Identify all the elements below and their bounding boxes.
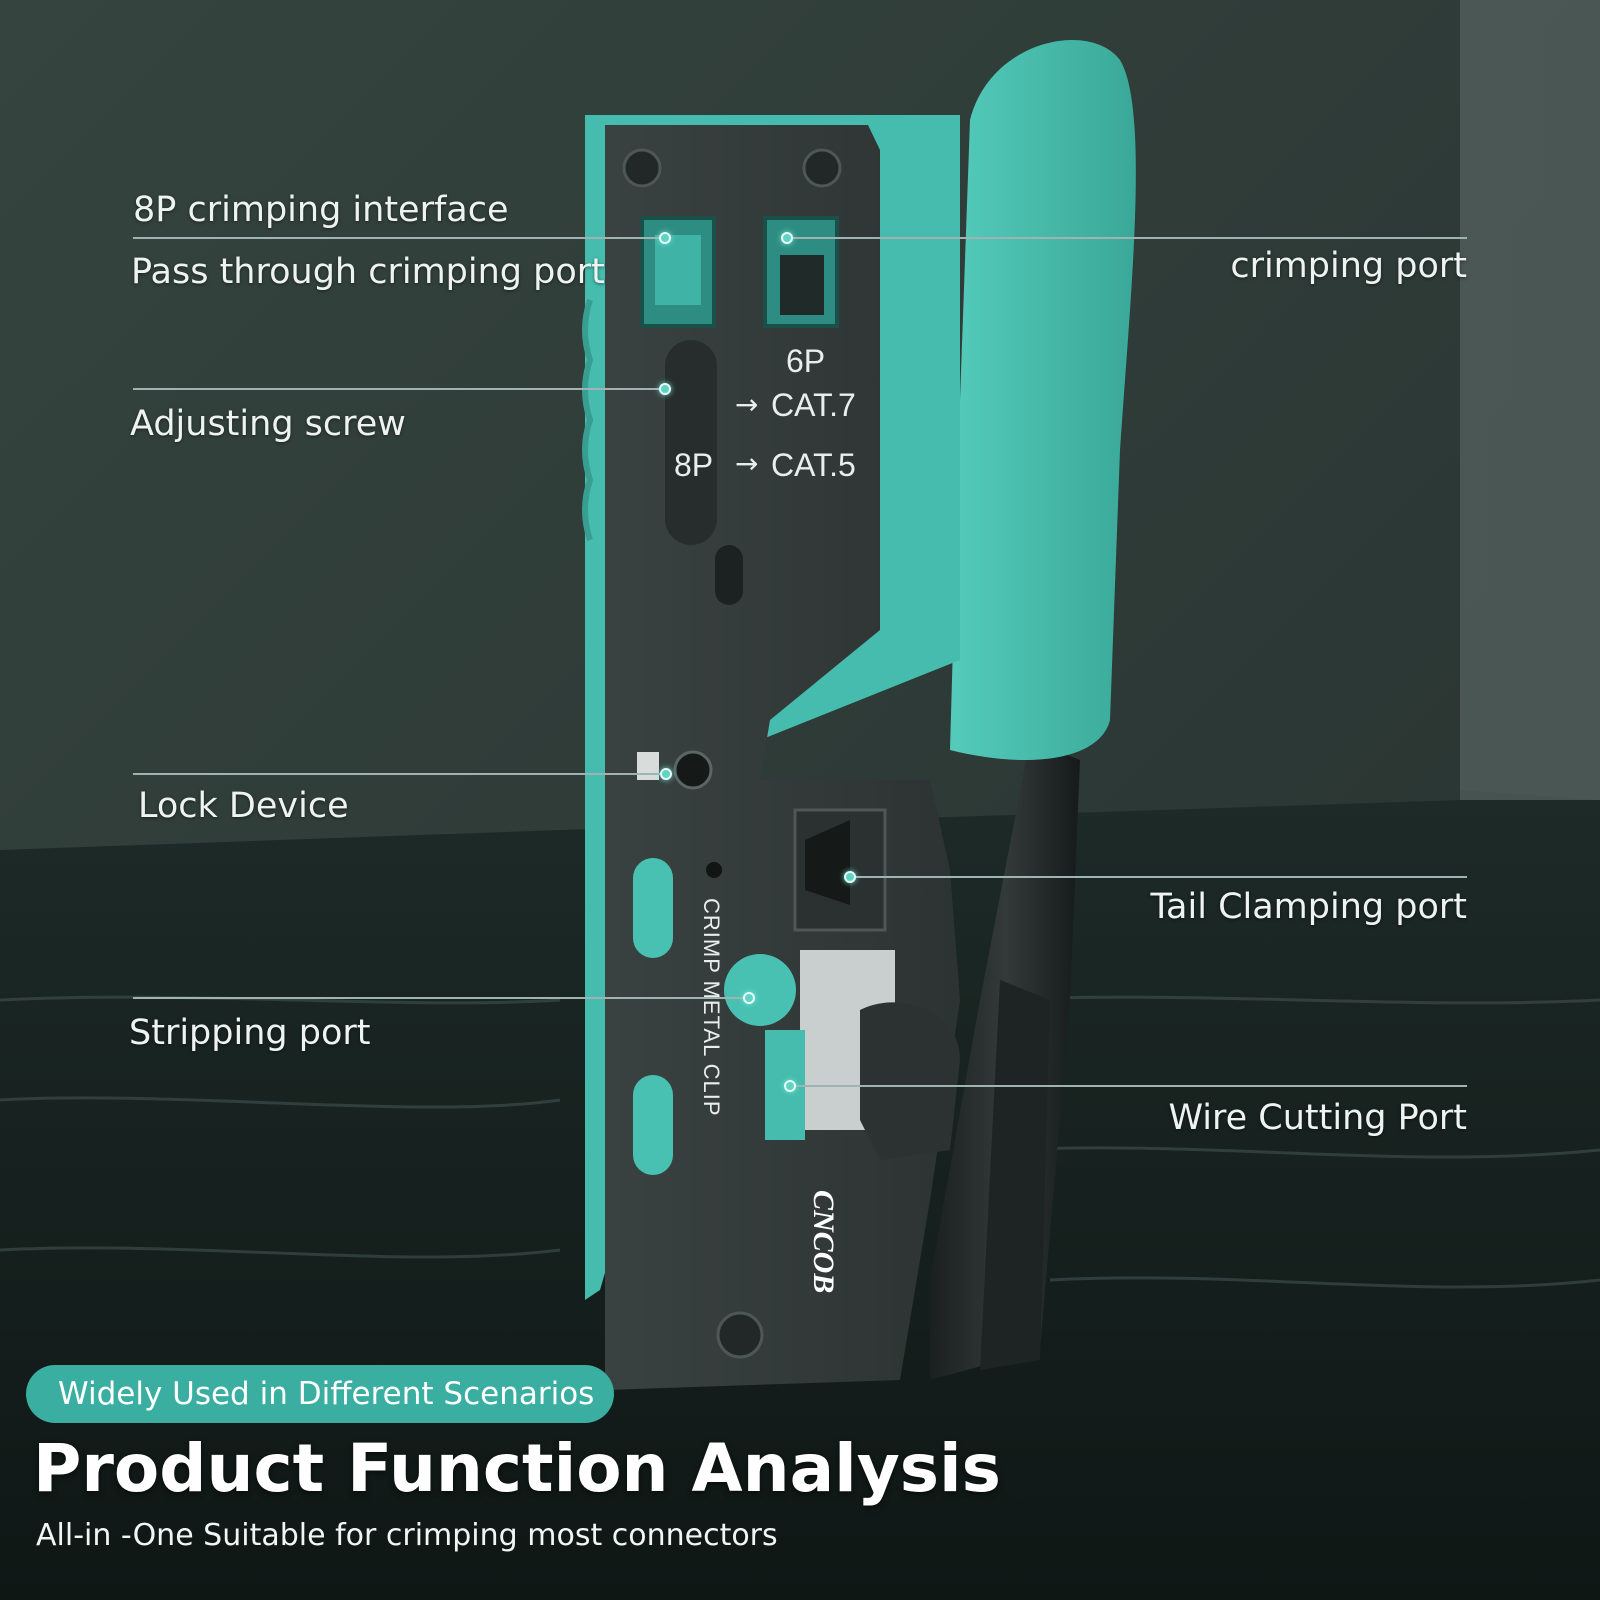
tool-arrow-icon: → — [735, 447, 759, 480]
page-title: Product Function Analysis — [33, 1430, 1001, 1507]
page-subtitle: All-in -One Suitable for crimping most c… — [36, 1518, 778, 1553]
callout-line-tail — [850, 876, 1467, 878]
tool-arrow-icon: → — [735, 388, 759, 421]
label-wire-cutting-port: Wire Cutting Port — [1168, 1098, 1467, 1138]
callout-dot-strip — [743, 992, 755, 1004]
tool-mark-cat5: CAT.5 — [771, 447, 856, 483]
callout-line-adjust — [133, 388, 663, 390]
tool-mark-6p: 6P — [786, 343, 826, 379]
label-tail-clamping-port: Tail Clamping port — [1150, 887, 1467, 927]
label-adjusting-screw: Adjusting screw — [130, 404, 406, 444]
callout-line-strip — [133, 997, 748, 999]
scenarios-badge: Widely Used in Different Scenarios — [26, 1365, 614, 1423]
label-stripping-port: Stripping port — [129, 1013, 371, 1053]
crimping-tool — [582, 40, 1136, 1390]
callout-line-crimping — [785, 237, 1467, 239]
callout-line-8p — [133, 237, 663, 239]
callout-line-cut — [790, 1085, 1467, 1087]
callout-dot-8p — [659, 232, 671, 244]
callout-dot-lock — [660, 768, 672, 780]
label-pass-through-port: Pass through crimping port — [131, 252, 605, 292]
tool-mark-cat7: CAT.7 — [771, 387, 856, 423]
label-crimping-port: crimping port — [1230, 246, 1467, 286]
callout-dot-tail — [844, 871, 856, 883]
tool-mark-8p: 8P — [674, 447, 714, 483]
label-8p-crimping-interface: 8P crimping interface — [133, 190, 509, 230]
label-lock-device: Lock Device — [138, 786, 349, 826]
callout-dot-crimping — [781, 232, 793, 244]
callout-line-lock — [133, 773, 663, 775]
callout-dot-cut — [784, 1080, 796, 1092]
callout-dot-adjust — [659, 383, 671, 395]
tool-side-text: CRIMP METAL CLIP — [699, 898, 724, 1117]
brand-logo: CNCOB — [807, 1190, 840, 1294]
